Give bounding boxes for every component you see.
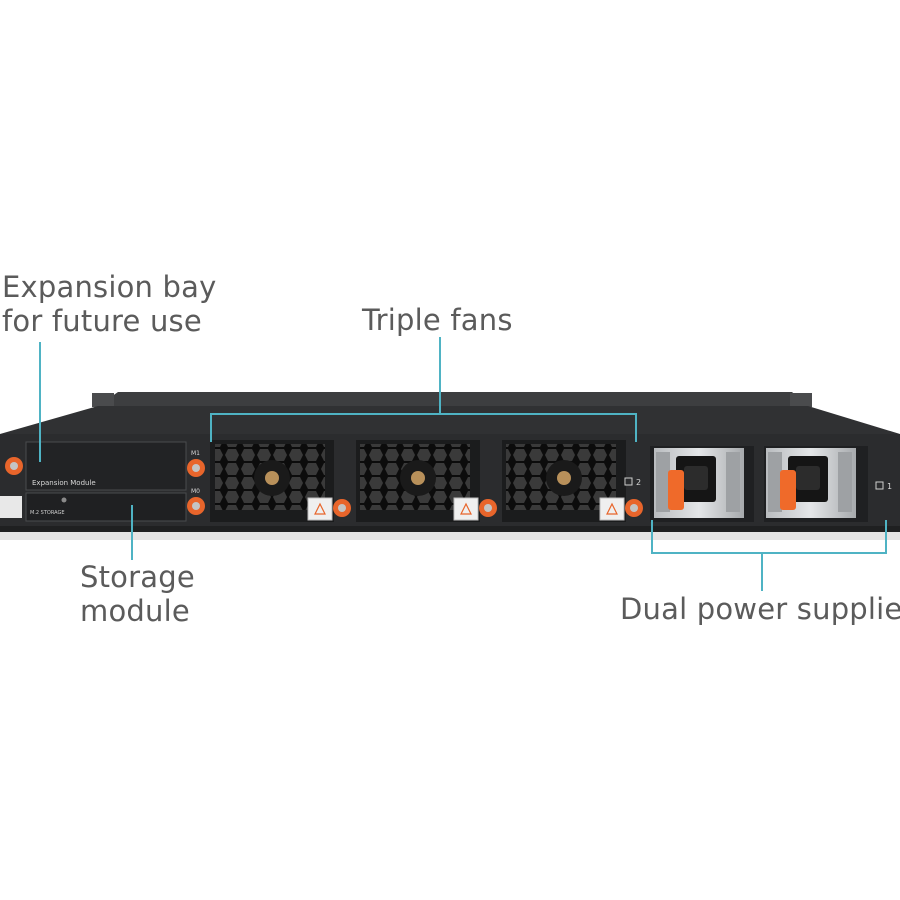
rack-ear-left (92, 393, 114, 407)
expansion-module-plate (25, 441, 187, 491)
psu-2-release-latch (668, 470, 684, 510)
leader-power-bracket (651, 520, 887, 554)
storage-label: M.2 STORAGE (30, 510, 64, 516)
chassis-top-band (0, 406, 900, 434)
fan-hub-1 (265, 471, 279, 485)
psu-1-vent-right (838, 452, 852, 512)
dual-power-callout: Dual power supplies (620, 592, 900, 626)
chassis-bottom-lip (0, 526, 900, 532)
expansion-bay-line-1: Expansion bay (2, 270, 217, 304)
fan-hub-3 (557, 471, 571, 485)
expansion-bay: Expansion Module M1 (5, 441, 205, 491)
power-supply-1 (764, 446, 868, 522)
expansion-bay-callout: Expansion bay for future use (2, 270, 217, 338)
leader-triple-fans-bracket (210, 413, 637, 442)
fan-module-2 (356, 440, 497, 522)
slot-label-m0: M0 (191, 488, 200, 495)
psu-2-vent-right (726, 452, 740, 512)
storage-module-plate (25, 492, 187, 522)
psu-1-indicator (875, 481, 884, 490)
fan-pull-tab-1 (307, 497, 333, 521)
psu-2-indicator (624, 477, 633, 486)
storage-bay: M.2 STORAGE M0 (0, 488, 205, 522)
storage-module-line-1: Storage (80, 560, 195, 594)
storage-module-line-2: module (80, 594, 190, 628)
fan-pull-tab-3 (599, 497, 625, 521)
rack-ear-right (790, 393, 812, 407)
storage-led (61, 497, 67, 503)
psu-1-number: 1 (887, 482, 892, 491)
psu-1-vent-left (768, 452, 782, 512)
power-supply-2 (650, 446, 754, 522)
fan-hub-2 (411, 471, 425, 485)
expansion-bay-line-2: for future use (2, 304, 202, 338)
triple-fans-callout: Triple fans (362, 303, 513, 337)
chassis-shadow (0, 532, 900, 540)
storage-sticker (0, 496, 22, 518)
psu-2-vent-left (656, 452, 670, 512)
leader-lines (39, 337, 887, 591)
psu-2-number: 2 (636, 478, 641, 487)
slot-label-m1: M1 (191, 450, 200, 457)
storage-module-callout: Storage module (80, 560, 195, 628)
psu-1-release-latch (780, 470, 796, 510)
chassis-top (98, 392, 808, 406)
expansion-module-label: Expansion Module (32, 479, 96, 487)
fan-module-3 (502, 440, 643, 522)
fan-module-1 (210, 440, 351, 522)
fan-pull-tab-2 (453, 497, 479, 521)
